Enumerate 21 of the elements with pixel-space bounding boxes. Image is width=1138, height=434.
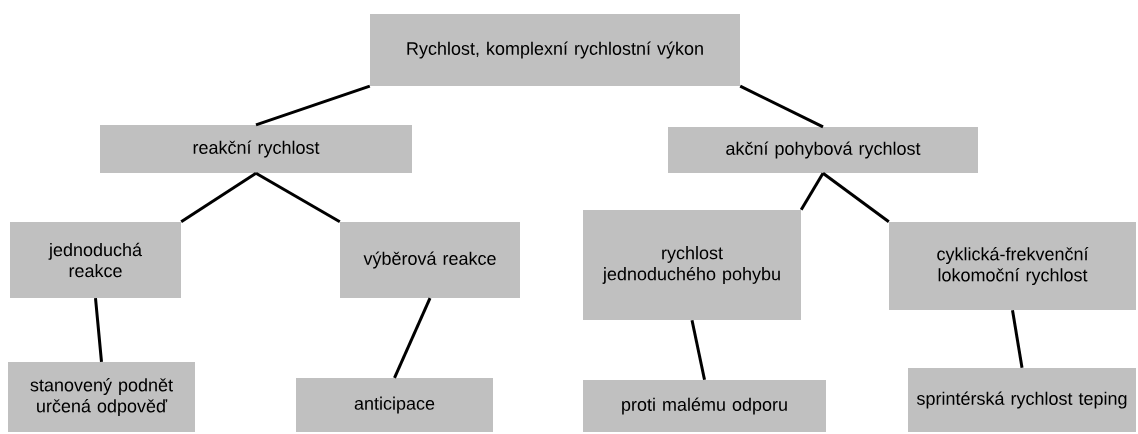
- concept-box: stanovený podnět určená odpověď: [8, 362, 195, 432]
- concept-box: sprintérská rychlost teping: [908, 368, 1136, 432]
- concept-box: jednoduchá reakce: [10, 222, 181, 298]
- concept-box: cyklická-frekvenční lokomoční rychlost: [889, 222, 1136, 310]
- connector-line: [255, 84, 371, 127]
- concept-box: proti malému odporu: [583, 380, 826, 432]
- concept-box: akční pohybová rychlost: [668, 127, 978, 173]
- connector-line: [822, 172, 890, 223]
- concept-box: anticipace: [296, 378, 493, 432]
- connector-line: [739, 84, 824, 129]
- concept-box: Rychlost, komplexní rychlostní výkon: [370, 14, 740, 86]
- connector-line: [690, 319, 706, 381]
- connector-line: [799, 172, 825, 211]
- connector-line: [393, 297, 432, 379]
- connector-line: [255, 171, 341, 224]
- concept-box: reakční rychlost: [100, 125, 412, 173]
- connector-line: [1011, 309, 1024, 369]
- connector-line: [180, 171, 257, 224]
- connector-line: [94, 298, 103, 362]
- concept-box: rychlost jednoduchého pohybu: [583, 210, 801, 320]
- concept-box: výběrová reakce: [340, 222, 520, 298]
